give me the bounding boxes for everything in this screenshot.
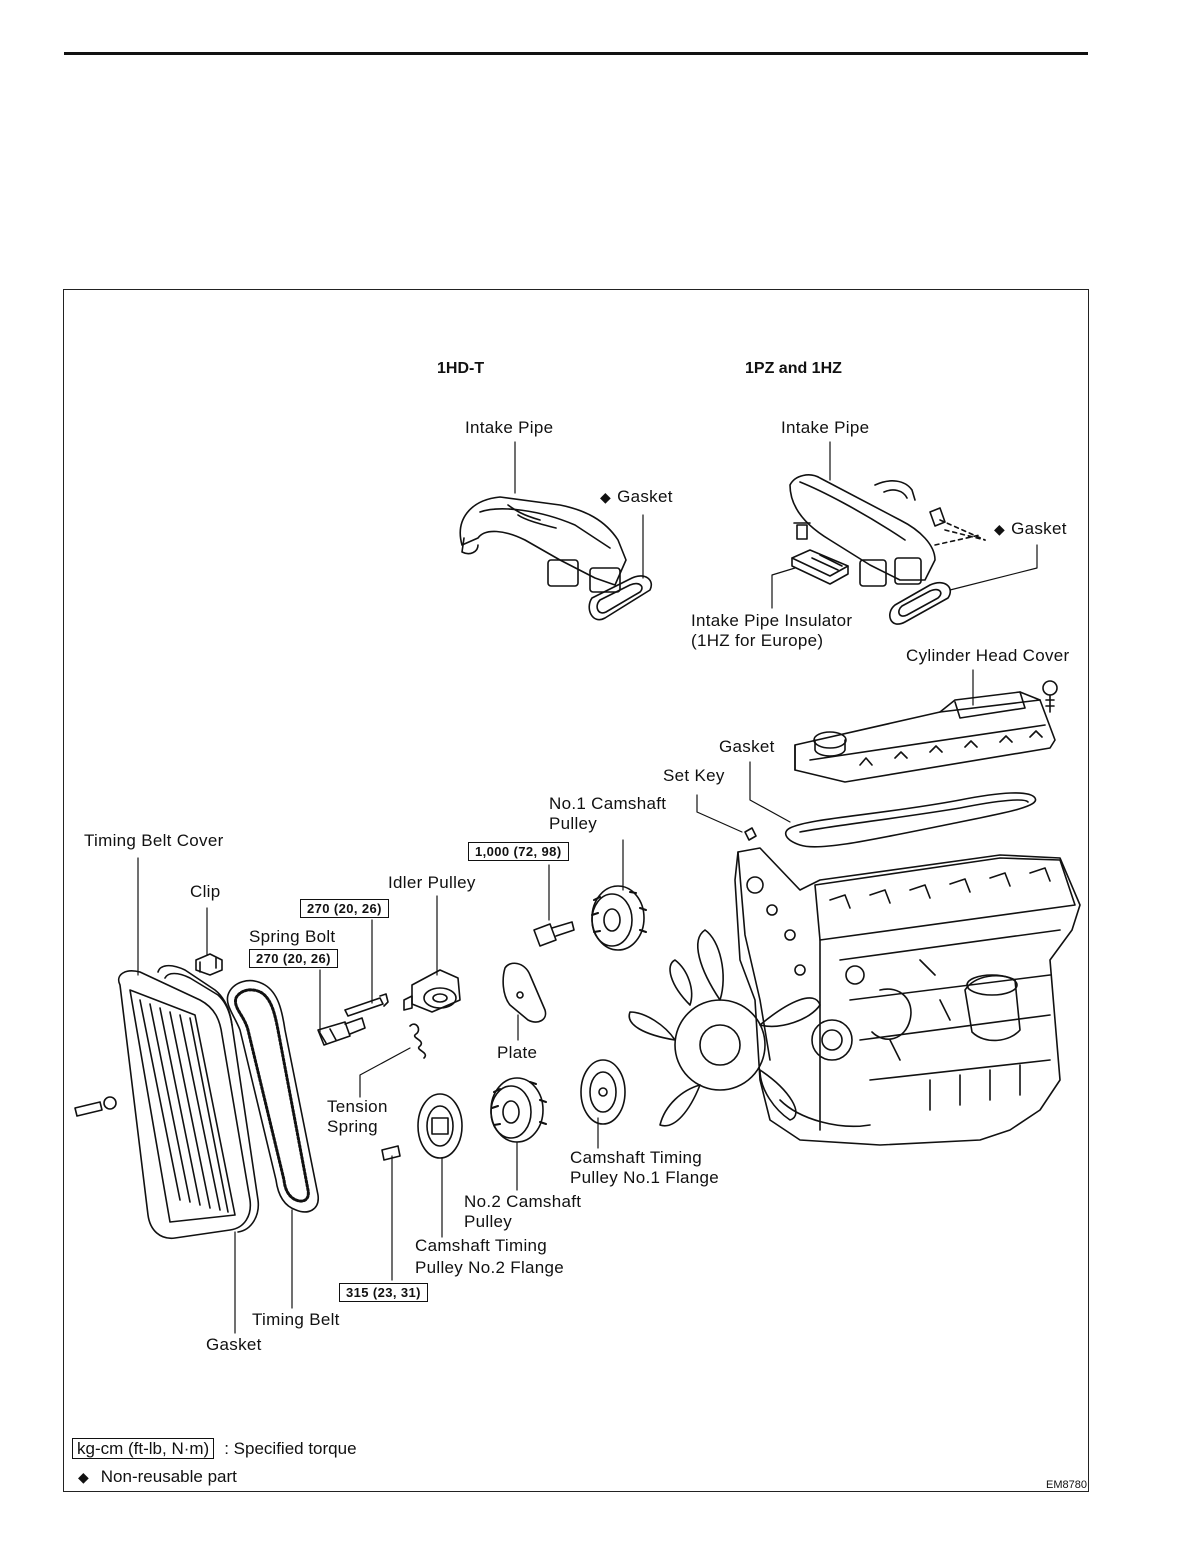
cylinder-head-cover bbox=[794, 680, 1058, 783]
torque-camshaft-bolt: 1,000 (72, 98) bbox=[468, 842, 569, 861]
no1-camshaft-pulley-part bbox=[591, 885, 647, 951]
label-timing-belt: Timing Belt bbox=[252, 1310, 340, 1329]
label-tension-spring-line2: Spring bbox=[327, 1117, 378, 1136]
legend-nonreusable-desc: Non-reusable part bbox=[100, 1467, 237, 1486]
label-spring-bolt: Spring Bolt bbox=[249, 927, 336, 946]
top-rule bbox=[64, 52, 1088, 55]
gasket-text: Gasket bbox=[617, 487, 673, 506]
timing-cover-gasket bbox=[157, 964, 260, 1233]
legend-torque-desc: : Specified torque bbox=[224, 1439, 357, 1458]
clip bbox=[195, 953, 223, 976]
label-cylinder-head-cover: Cylinder Head Cover bbox=[906, 646, 1070, 665]
timing-belt-cover bbox=[118, 970, 252, 1240]
camshaft-bolt bbox=[533, 921, 575, 947]
label-no2-camshaft-pulley-line2: Pulley bbox=[464, 1212, 513, 1231]
label-no2-camshaft-pulley-line1: No.2 Camshaft bbox=[464, 1192, 582, 1211]
label-flange1-line1: Camshaft Timing bbox=[570, 1148, 703, 1167]
label-insulator-line2: (1HZ for Europe) bbox=[691, 631, 824, 650]
label-no1-camshaft-pulley-line1: No.1 Camshaft bbox=[549, 794, 667, 813]
torque-spring-bolt: 270 (20, 26) bbox=[249, 949, 338, 968]
header-1hdt: 1HD-T bbox=[437, 360, 485, 377]
flange2-part bbox=[417, 1093, 463, 1159]
diamond-icon: ◆ bbox=[994, 521, 1006, 537]
torque-flange-bolt: 315 (23, 31) bbox=[339, 1283, 428, 1302]
header-1pz-1hz: 1PZ and 1HZ bbox=[745, 360, 842, 377]
label-flange2-line2: Pulley No.2 Flange bbox=[415, 1258, 565, 1277]
label-cover-gasket: Gasket bbox=[206, 1335, 262, 1354]
spring-bolt-part bbox=[317, 1017, 366, 1046]
label-intake-pipe-1pz: Intake Pipe bbox=[781, 418, 870, 437]
legend-torque: kg-cm (ft-lb, N·m) : Specified torque bbox=[72, 1438, 357, 1459]
set-key bbox=[744, 827, 757, 841]
flange1-part bbox=[580, 1059, 626, 1125]
label-clip: Clip bbox=[190, 882, 221, 901]
intake-pipe-1pz bbox=[789, 474, 986, 587]
legend-nonreusable: ◆ Non-reusable part bbox=[78, 1467, 237, 1487]
no2-camshaft-pulley-part bbox=[490, 1077, 547, 1143]
label-no1-camshaft-pulley-line2: Pulley bbox=[549, 814, 598, 833]
label-gasket-1hdt: ◆ Gasket bbox=[600, 487, 673, 507]
head-cover-gasket bbox=[784, 792, 1037, 848]
intake-pipe-1hdt bbox=[459, 496, 627, 593]
leader-lines bbox=[137, 441, 1038, 1334]
figure-code: EM8780 bbox=[1046, 1479, 1087, 1491]
torque-idler-bolt: 270 (20, 26) bbox=[300, 899, 389, 918]
intake-pipe-insulator bbox=[791, 549, 849, 585]
label-timing-belt-cover: Timing Belt Cover bbox=[84, 831, 224, 850]
flange-bolt bbox=[381, 1145, 401, 1161]
label-flange1-line2: Pulley No.1 Flange bbox=[570, 1168, 720, 1187]
label-plate: Plate bbox=[497, 1043, 538, 1062]
legend-torque-unit: kg-cm (ft-lb, N·m) bbox=[72, 1438, 215, 1459]
fan bbox=[628, 929, 821, 1127]
gasket-1pz bbox=[889, 581, 952, 625]
label-tension-spring-line1: Tension bbox=[327, 1097, 388, 1116]
figure-frame bbox=[63, 289, 1089, 1492]
tension-spring-part bbox=[409, 1023, 427, 1059]
gasket-text: Gasket bbox=[1011, 519, 1067, 538]
engine-block bbox=[734, 847, 1081, 1146]
label-insulator-line1: Intake Pipe Insulator bbox=[691, 611, 853, 630]
diamond-icon: ◆ bbox=[600, 489, 612, 505]
label-set-key: Set Key bbox=[663, 766, 725, 785]
idler-bolt bbox=[344, 993, 389, 1017]
label-intake-pipe-1hdt: Intake Pipe bbox=[465, 418, 554, 437]
label-head-gasket: Gasket bbox=[719, 737, 775, 756]
gasket-1hdt bbox=[588, 575, 652, 621]
diamond-icon: ◆ bbox=[78, 1469, 89, 1485]
cover-bolt bbox=[74, 1096, 117, 1117]
label-gasket-1pz: ◆ Gasket bbox=[994, 519, 1067, 539]
idler-pulley bbox=[403, 969, 461, 1013]
label-idler-pulley: Idler Pulley bbox=[388, 873, 476, 892]
label-flange2-line1: Camshaft Timing bbox=[415, 1236, 548, 1255]
timing-belt bbox=[226, 979, 319, 1213]
plate-part bbox=[502, 962, 547, 1023]
